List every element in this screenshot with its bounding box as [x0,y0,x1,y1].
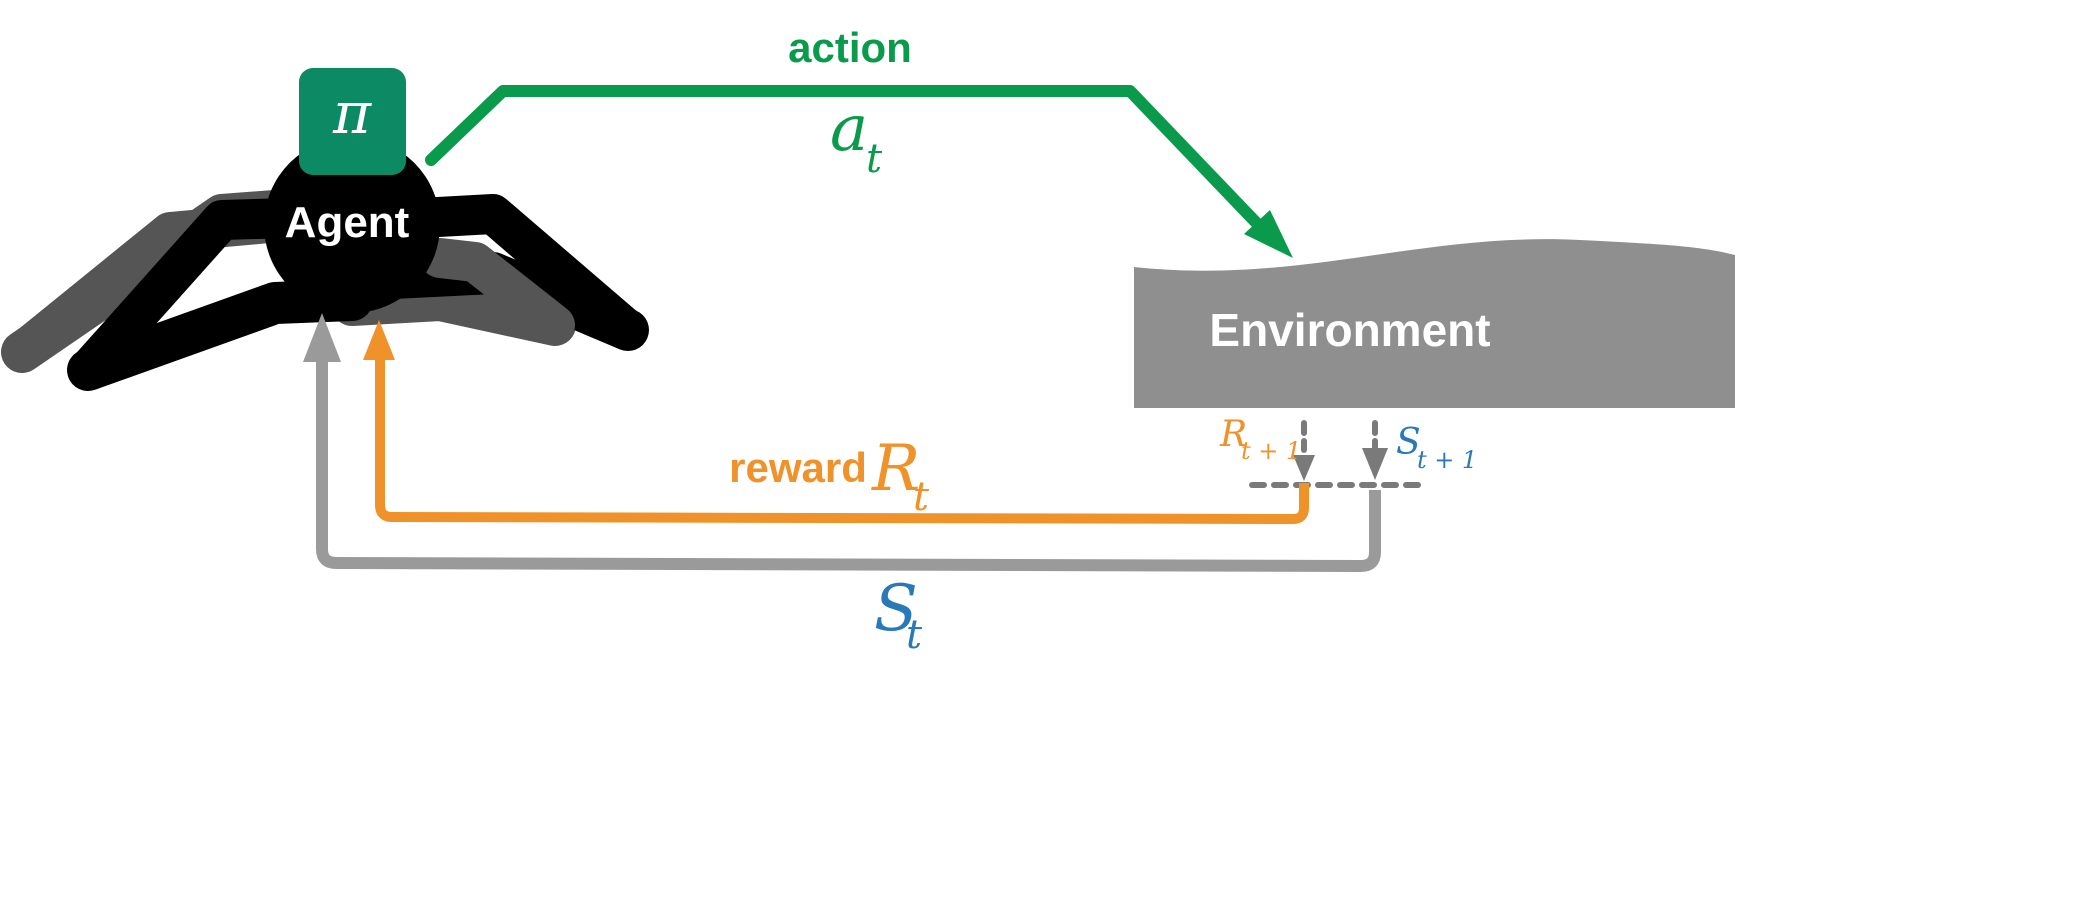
policy-box [299,68,406,175]
state-symbol: S [874,572,918,646]
environment-shape [1134,239,1735,408]
state-arrow-head [303,313,341,362]
reward-label: reward [729,444,867,491]
state-emission-head [1362,448,1388,480]
next-state-symbol: S [1396,422,1421,463]
next-reward-symbol: R [1219,414,1247,455]
next-state-subscript: t + 1 [1417,446,1477,474]
state-subscript: t [906,612,923,658]
policy-symbol: π [332,79,372,147]
reward-arrow-head [363,320,395,360]
state-arrow-line [316,355,1381,572]
action-label: action [788,24,912,71]
agent-body [264,137,440,313]
env-emissions [1249,420,1431,488]
action-arrow-line [425,85,1274,241]
next-reward-subscript: t + 1 [1241,437,1301,465]
reward-emission-head [1293,455,1315,481]
reward-symbol: R [871,432,920,506]
environment-label: Environment [1209,304,1490,356]
reward-arrow-line [375,355,1309,524]
agent-label: Agent [285,198,410,247]
reward-subscript: t [913,474,930,520]
action-symbol: a [830,92,868,166]
action-arrow-head [1244,210,1293,258]
action-subscript: t [866,136,883,182]
